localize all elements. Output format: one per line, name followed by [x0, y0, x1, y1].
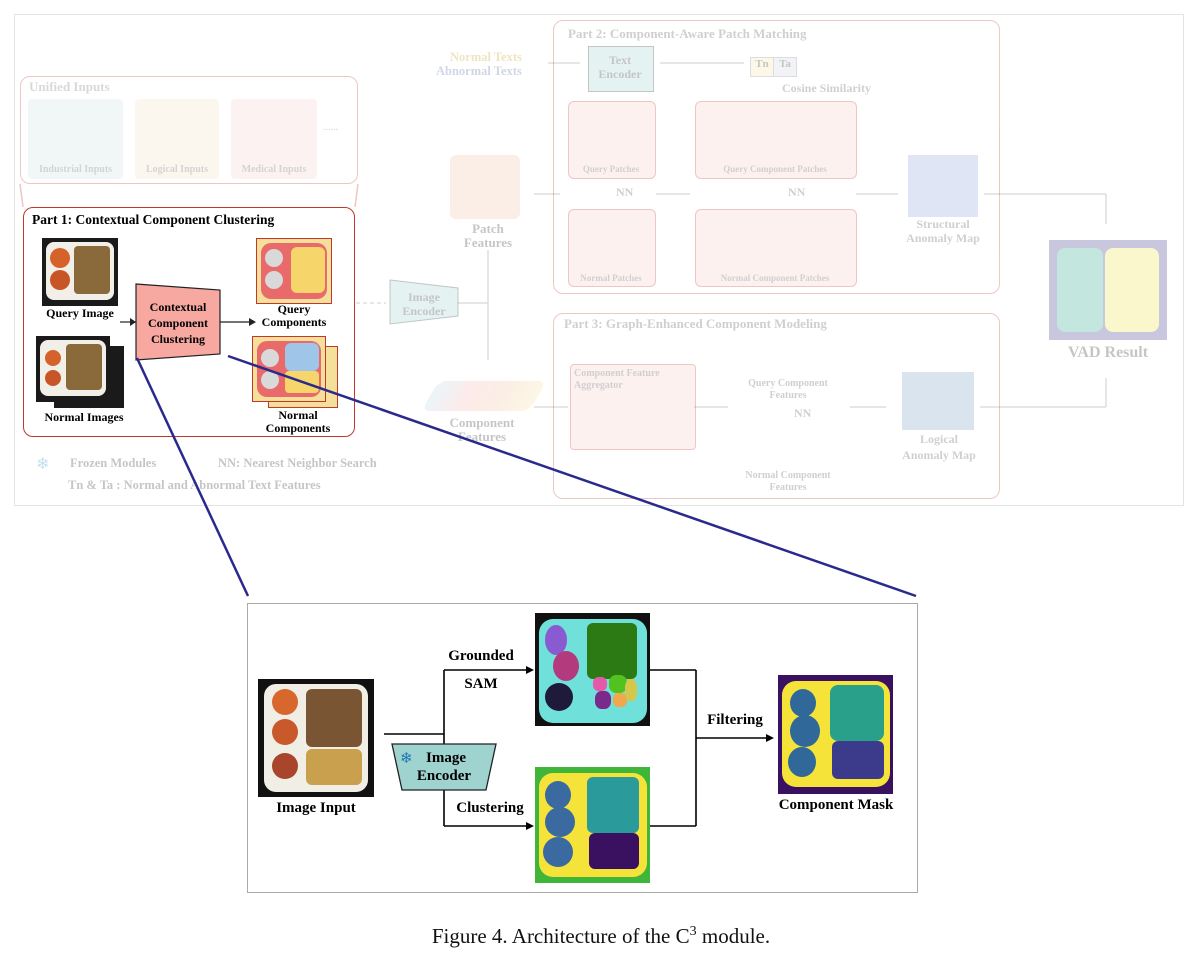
industrial-group — [28, 99, 123, 179]
part2-title: Part 2: Component-Aware Patch Matching — [568, 26, 807, 41]
normal-components-label-2: Components — [265, 421, 331, 435]
normal-components-thumb — [252, 336, 326, 402]
query-component-patches-box — [695, 101, 857, 179]
normal-component-patches-label: Normal Component Patches — [720, 273, 830, 283]
part3-nn: NN — [794, 406, 812, 420]
normal-patches-box — [568, 209, 656, 287]
query-components-label-1: Query — [277, 302, 311, 316]
abnormal-texts-label: Abnormal Texts — [436, 64, 522, 78]
structural-label-2: Anomaly Map — [906, 231, 980, 245]
vad-result-label: VAD Result — [1067, 344, 1149, 361]
cluster-mask-thumb — [535, 767, 650, 883]
patch-features-2: Features — [463, 235, 513, 250]
part1-title: Part 1: Contextual Component Clustering — [32, 212, 275, 227]
nn1-label: NN — [616, 185, 634, 199]
component-features: Component Features — [421, 375, 547, 445]
query-cf-1: Query Component — [748, 378, 828, 389]
normal-texts-label: Normal Texts — [450, 50, 522, 64]
figure-caption: Figure 4. Architecture of the C3 module. — [0, 924, 1202, 949]
faded-overview: Unified Inputs Industrial Inputs Logical… — [14, 14, 1184, 506]
grounded-label-1: Grounded — [448, 648, 514, 664]
normal-cf-2: Features — [769, 482, 807, 493]
filtering-label: Filtering — [707, 712, 763, 728]
vad-result: VAD Result — [1049, 240, 1167, 366]
text-encoder-2: Encoder — [598, 67, 642, 81]
ccc-line2: Component — [147, 316, 208, 330]
grounded-label-2: SAM — [464, 676, 498, 692]
legend-tnta: Tn & Ta : Normal and Abnormal Text Featu… — [68, 478, 321, 492]
legend-nn: NN: Nearest Neighbor Search — [218, 456, 377, 470]
snowflake-icon: ❄ — [36, 456, 50, 473]
ccc-trapezoid — [120, 283, 256, 361]
normal-images-label: Normal Images — [44, 410, 124, 424]
patch-features: Patch Features — [448, 155, 528, 251]
component-mask-thumb — [778, 675, 893, 794]
part1-box: Part 1: Contextual Component Clustering … — [23, 207, 355, 437]
aggregator-box — [570, 364, 696, 450]
normal-component-patches-box — [695, 209, 857, 287]
normal-image-thumb — [36, 336, 110, 402]
query-image-label: Query Image — [46, 306, 114, 320]
industrial-label: Industrial Inputs — [38, 164, 113, 175]
aggregator-1: Component Feature — [574, 368, 660, 379]
logical-group — [135, 99, 219, 179]
overview-image-encoder-2: Encoder — [402, 304, 446, 318]
c3-image-encoder-1: Image — [426, 750, 466, 766]
medical-group — [231, 99, 317, 179]
query-component-patches-label: Query Component Patches — [723, 164, 827, 174]
caption-prefix: Figure 4. Architecture of the C — [431, 924, 690, 948]
ccc-line3: Clustering — [151, 332, 205, 346]
logical-2: Anomaly Map — [902, 448, 976, 462]
legend: ❄ Frozen Modules NN: Nearest Neighbor Se… — [36, 454, 456, 500]
logical-1: Logical — [920, 432, 958, 446]
component-features-1: Component — [449, 415, 515, 430]
normal-patches-label: Normal Patches — [580, 273, 642, 283]
part2-box: Part 2: Component-Aware Patch Matching T… — [553, 20, 1000, 294]
c3-image-encoder-2: Encoder — [416, 768, 472, 784]
query-components-label-2: Components — [261, 315, 327, 329]
unified-inputs-title: Unified Inputs — [29, 79, 110, 94]
ccc-line1: Contextual — [149, 300, 207, 314]
structural-map-thumb — [908, 155, 978, 217]
logical-map-thumb — [902, 372, 974, 430]
query-components-thumb — [256, 238, 332, 304]
patch-features-1: Patch — [472, 221, 504, 236]
overview-connectors — [19, 62, 1107, 408]
query-cf-2: Features — [769, 390, 807, 401]
overview-frame — [14, 14, 1184, 506]
unified-inputs-box: Unified Inputs Industrial Inputs Logical… — [20, 76, 358, 184]
query-image-thumb — [42, 238, 118, 306]
clustering-label: Clustering — [456, 800, 524, 816]
aggregator-2: Aggregator — [574, 380, 623, 391]
medical-label: Medical Inputs — [241, 164, 307, 175]
snowflake-icon: ❄ — [400, 751, 413, 767]
image-input-thumb — [258, 679, 374, 797]
overview-image-encoder-1: Image — [408, 290, 440, 304]
image-input-label: Image Input — [276, 800, 356, 816]
sam-mask-thumb — [535, 613, 650, 726]
overview-image-encoder: Image Encoder — [388, 278, 460, 326]
part3-box: Part 3: Graph-Enhanced Component Modelin… — [553, 313, 1000, 499]
legend-frozen: Frozen Modules — [70, 456, 157, 470]
caption-suffix: module. — [696, 924, 771, 948]
part3-title: Part 3: Graph-Enhanced Component Modelin… — [564, 316, 827, 331]
query-patches-label: Query Patches — [582, 164, 640, 174]
normal-components-label-1: Normal — [278, 408, 318, 422]
structural-label-1: Structural — [916, 217, 970, 231]
normal-cf-1: Normal Component — [745, 470, 831, 481]
nn2-label: NN — [788, 185, 806, 199]
text-encoder-1: Text — [608, 53, 632, 67]
caption-sup: 3 — [689, 924, 697, 939]
component-mask-label: Component Mask — [778, 797, 894, 813]
text-encoder — [588, 46, 654, 92]
query-patches-box — [568, 101, 656, 179]
logical-label: Logical Inputs — [146, 164, 208, 175]
cosine-label: Cosine Similarity — [782, 81, 871, 95]
tn-chip: Tn — [750, 57, 774, 77]
c3-arrows — [384, 666, 774, 830]
ta-chip: Ta — [773, 57, 797, 77]
more-ellipsis: ...... — [323, 122, 338, 133]
c3-module-panel: Image Input Grounded SAM ❄ Image Encoder… — [247, 603, 918, 893]
